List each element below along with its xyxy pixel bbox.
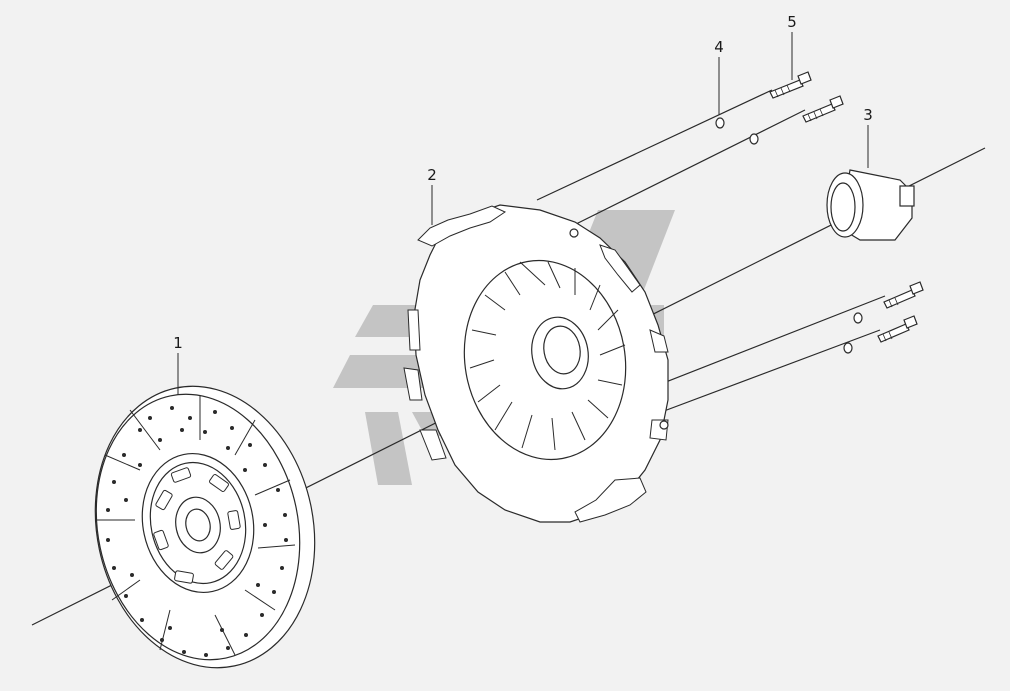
damper-springs [153,467,241,584]
lining-segment-lines [96,395,296,656]
diaphragm-fingers [469,261,626,451]
lining-rivet-holes [106,406,288,657]
washer [853,312,863,324]
bolt-leader-upper-1 [536,89,773,201]
washers [715,117,863,354]
callout-5: 5 [787,13,797,31]
pressure-plate-assembly [403,204,669,523]
bearing-inner-race [830,182,856,232]
cover-rivet [659,420,669,430]
washer [749,133,759,145]
bolt [769,71,812,99]
washer [843,342,853,354]
callout-2: 2 [427,166,437,184]
watermark-stroke-left [365,412,412,485]
hub-plate-inner-ring [149,461,247,585]
bolt [883,281,924,309]
callout-4: 4 [714,38,724,56]
center-bore [543,325,581,375]
bolt-leader-upper-2 [559,109,806,233]
bolt-leader-lower-2 [639,329,881,421]
callout-leaders [177,32,869,395]
callout-3: 3 [863,106,873,124]
washer [715,117,725,129]
cover-lugs [403,205,669,523]
bolt [877,315,918,343]
cover-rivet [569,228,579,238]
clutch-driven-disc [94,385,316,669]
callout-1: 1 [173,334,183,352]
bolts [769,71,924,343]
friction-lining-edge [95,393,301,661]
bearing-tab [899,185,915,207]
hub-spline-bore [185,508,211,542]
release-bearing [826,169,915,241]
bolt [802,95,844,123]
